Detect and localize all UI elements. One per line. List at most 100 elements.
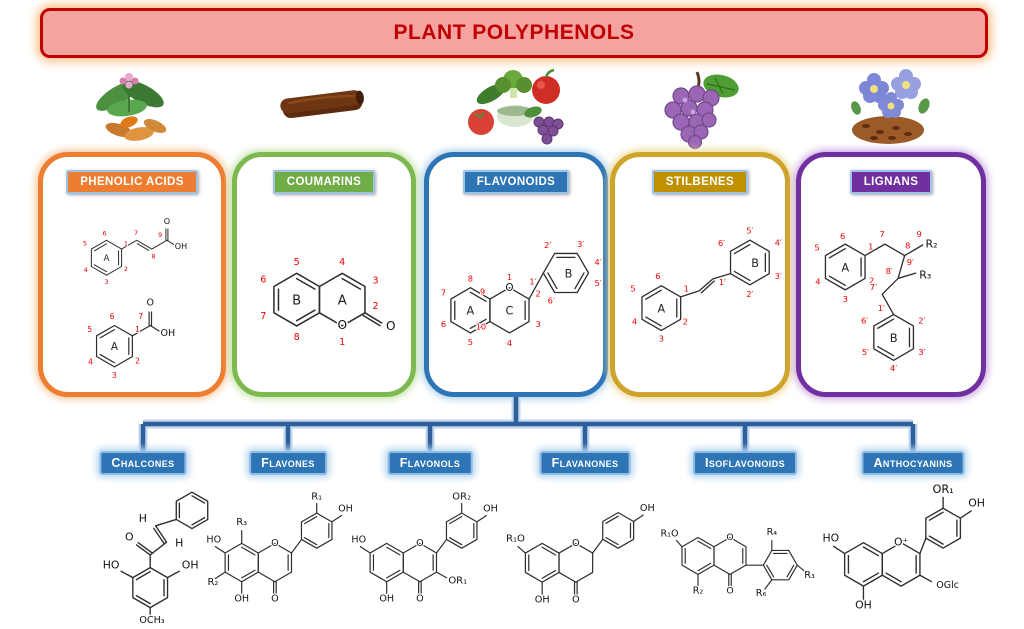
svg-text:O: O xyxy=(271,594,279,605)
svg-text:B: B xyxy=(565,267,573,280)
svg-text:1: 1 xyxy=(339,337,345,348)
svg-text:3: 3 xyxy=(536,319,541,329)
svg-text:A: A xyxy=(111,341,118,353)
svg-text:HO: HO xyxy=(103,559,120,572)
svg-text:R₂: R₂ xyxy=(693,586,704,597)
svg-text:OH: OH xyxy=(968,496,985,509)
svg-text:9: 9 xyxy=(158,231,162,239)
svg-text:HO: HO xyxy=(823,532,840,545)
svg-text:6: 6 xyxy=(655,271,660,281)
category-label-lignans: LIGNANS xyxy=(849,170,933,194)
svg-text:OH: OH xyxy=(855,599,872,612)
svg-text:10: 10 xyxy=(476,321,486,331)
svg-text:4: 4 xyxy=(815,277,820,287)
svg-text:O: O xyxy=(572,594,580,605)
svg-text:HO: HO xyxy=(351,535,366,546)
svg-text:7: 7 xyxy=(134,229,138,237)
svg-text:5: 5 xyxy=(468,337,473,347)
svg-text:3′: 3′ xyxy=(918,347,925,357)
svg-text:OH: OH xyxy=(640,503,655,514)
svg-text:OH: OH xyxy=(535,594,550,605)
svg-text:5′: 5′ xyxy=(862,347,869,357)
svg-text:O: O xyxy=(386,319,396,333)
grapes-image xyxy=(664,71,739,150)
svg-text:6′: 6′ xyxy=(718,238,725,248)
svg-text:2′: 2′ xyxy=(918,315,925,325)
svg-text:A: A xyxy=(841,260,849,274)
category-label-coumarins: COUMARINS xyxy=(272,170,376,194)
svg-text:A: A xyxy=(467,305,475,318)
svg-text:4: 4 xyxy=(507,338,512,348)
svg-text:4′: 4′ xyxy=(594,257,601,267)
svg-text:2: 2 xyxy=(135,357,140,366)
flax-flowers-and-seeds-image xyxy=(851,69,930,144)
svg-text:6′: 6′ xyxy=(861,315,868,325)
subcategory-flavanones: Flavanones xyxy=(539,451,631,475)
svg-text:5: 5 xyxy=(814,242,819,252)
svg-text:O: O xyxy=(271,538,279,549)
category-label-flavonoids: FLAVONOIDS xyxy=(462,170,570,194)
svg-text:1: 1 xyxy=(684,284,689,294)
svg-text:5: 5 xyxy=(630,284,635,294)
svg-text:2: 2 xyxy=(124,265,128,273)
svg-text:O: O xyxy=(416,594,424,605)
svg-text:R₁O: R₁O xyxy=(660,529,679,540)
cinnamon-stick-image xyxy=(280,90,364,119)
svg-text:R₂: R₂ xyxy=(925,238,937,251)
svg-text:O: O xyxy=(505,282,513,294)
svg-text:3: 3 xyxy=(373,275,379,286)
svg-text:OH: OH xyxy=(160,328,175,339)
svg-text:5′: 5′ xyxy=(746,225,753,235)
svg-text:6′: 6′ xyxy=(548,295,555,305)
svg-text:O: O xyxy=(572,538,580,549)
svg-text:9′: 9′ xyxy=(907,257,914,267)
svg-text:1′: 1′ xyxy=(878,303,885,313)
subcategory-anthocyanins: Anthocyanins xyxy=(861,451,965,475)
svg-text:3: 3 xyxy=(843,294,848,304)
svg-text:R₁: R₁ xyxy=(311,492,322,503)
svg-text:OH: OH xyxy=(338,504,353,515)
svg-text:O: O xyxy=(125,530,134,543)
svg-text:7: 7 xyxy=(260,311,266,322)
svg-text:4′: 4′ xyxy=(890,363,897,373)
svg-text:H: H xyxy=(175,537,183,550)
svg-text:4′: 4′ xyxy=(775,237,782,247)
svg-text:O: O xyxy=(164,217,170,226)
svg-text:5: 5 xyxy=(87,325,92,334)
svg-text:3: 3 xyxy=(112,371,117,380)
svg-text:8: 8 xyxy=(905,241,910,251)
svg-text:HO: HO xyxy=(206,535,221,546)
svg-text:1: 1 xyxy=(868,241,873,251)
svg-text:R₃: R₃ xyxy=(804,570,815,581)
subcategory-flavones: Flavones xyxy=(249,451,327,475)
svg-text:6: 6 xyxy=(110,312,115,321)
svg-text:O: O xyxy=(416,538,424,549)
svg-text:7: 7 xyxy=(441,288,446,298)
svg-text:2: 2 xyxy=(683,316,688,326)
vegetables-and-fruits-image xyxy=(468,68,564,145)
svg-text:3: 3 xyxy=(104,278,108,286)
svg-text:C: C xyxy=(506,305,514,318)
svg-text:R₄: R₄ xyxy=(767,527,778,538)
svg-text:5: 5 xyxy=(294,257,300,268)
svg-text:R₃: R₃ xyxy=(919,268,931,281)
svg-text:6: 6 xyxy=(260,274,266,285)
svg-text:OH: OH xyxy=(234,594,249,605)
svg-text:4: 4 xyxy=(339,257,345,268)
svg-text:R₆: R₆ xyxy=(756,588,767,599)
svg-text:R₃: R₃ xyxy=(236,517,247,528)
svg-text:6: 6 xyxy=(102,230,106,238)
svg-text:2: 2 xyxy=(536,288,541,298)
svg-text:1′: 1′ xyxy=(529,276,536,286)
svg-text:4: 4 xyxy=(88,357,93,366)
